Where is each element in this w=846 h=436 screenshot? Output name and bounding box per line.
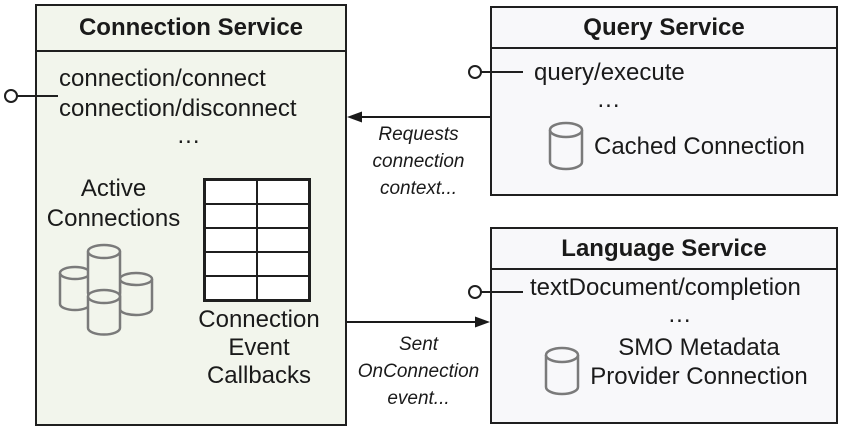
smo-provider-label: SMO Metadata Provider Connection [590,334,808,390]
connection-methods-ellipsis: ... [177,122,201,149]
cached-connection-label: Cached Connection [594,133,805,160]
query-service-box: Query Service query/execute ... Cached C… [490,6,838,196]
database-icon [547,120,585,172]
callback-table-cell [205,252,257,276]
requests-connection-annotation: Requests connection context... [372,124,465,199]
callback-table-cell [205,204,257,228]
language-service-box: Language Service textDocument/completion… [490,227,838,424]
connection-service-box: Connection Service connection/connect co… [35,4,347,426]
callback-table-cell [205,276,257,300]
callback-table-cell [257,228,309,252]
database-cylinder-right [118,271,154,317]
sent-onconnection-annotation: Sent OnConnection event... [357,334,480,409]
language-methods-ellipsis: ... [668,301,692,328]
callback-table-cell [205,180,257,204]
callback-table-cell [205,228,257,252]
connection-methods: connection/connect connection/disconnect [59,65,297,122]
active-connections-label: Active Connections [46,175,181,232]
database-icon [543,345,581,397]
query-service-title: Query Service [492,8,836,49]
callback-table-cell [257,252,309,276]
sent-event-arrow [347,316,490,328]
database-cluster-icon [58,242,158,342]
connection-service-title: Connection Service [37,6,345,52]
query-methods-ellipsis: ... [597,86,621,113]
callback-table-cell [257,204,309,228]
language-service-title: Language Service [492,229,836,270]
query-methods: query/execute [534,59,685,86]
database-cylinder-left [58,265,92,312]
callback-table-cell [257,180,309,204]
callbacks-label: Connection Event Callbacks [198,306,320,389]
language-methods: textDocument/completion [530,274,801,301]
callback-table-cell [257,276,309,300]
database-cylinder-bottom [86,288,122,336]
callback-table [203,178,311,302]
